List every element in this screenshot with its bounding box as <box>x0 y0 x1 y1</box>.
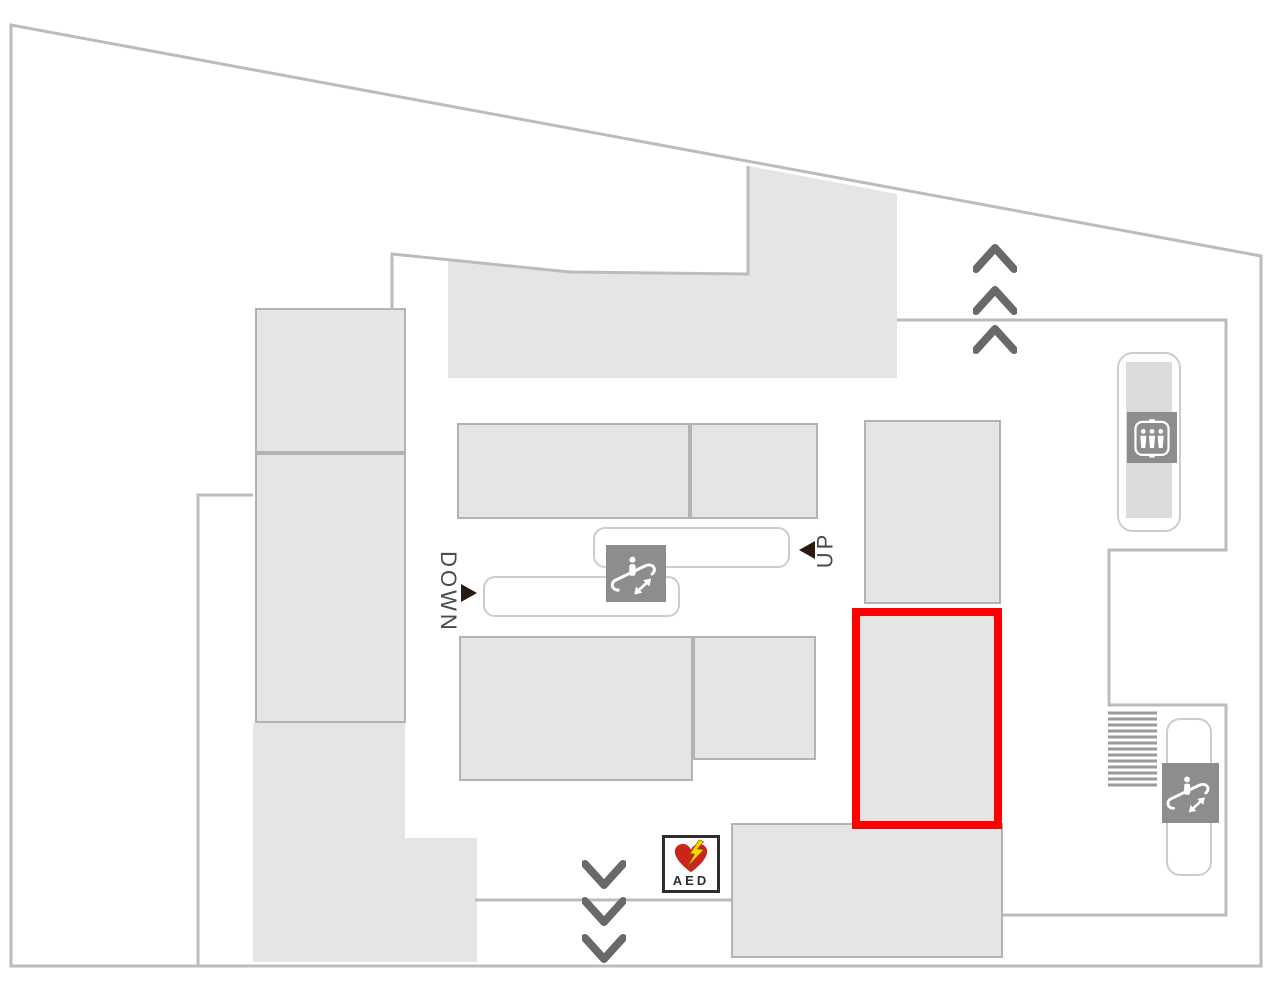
inner-wall <box>196 493 253 965</box>
aed-icon: AED <box>662 835 720 893</box>
up-chevrons <box>972 285 1018 320</box>
down-chevrons <box>581 897 627 932</box>
down-arrow-triangle <box>461 584 477 602</box>
aed-label: AED <box>672 873 710 888</box>
store-block <box>457 423 690 519</box>
escalator-icon <box>606 545 666 602</box>
inner-wall <box>897 318 1228 917</box>
up-chevrons <box>972 324 1018 359</box>
store-block <box>864 420 1001 604</box>
store-block <box>690 423 818 519</box>
down-chevrons <box>581 860 627 895</box>
escalator-icon <box>1162 763 1219 823</box>
inner-wall <box>390 166 750 310</box>
highlighted-unit[interactable] <box>852 608 1002 829</box>
up-label-text: UP <box>812 531 837 569</box>
store-block <box>255 308 406 453</box>
stairs-icon <box>1108 711 1157 787</box>
store-block <box>731 823 1003 958</box>
store-block <box>459 636 693 781</box>
up-chevrons <box>972 243 1018 278</box>
down-label-text: DOWN <box>436 551 461 633</box>
store-block <box>693 636 816 760</box>
up-label: UP <box>804 526 846 574</box>
elevator-icon <box>1127 412 1177 463</box>
outer-boundary <box>9 23 1263 968</box>
store-block <box>255 453 406 723</box>
up-arrow-triangle <box>799 541 815 559</box>
down-chevrons <box>581 934 627 969</box>
